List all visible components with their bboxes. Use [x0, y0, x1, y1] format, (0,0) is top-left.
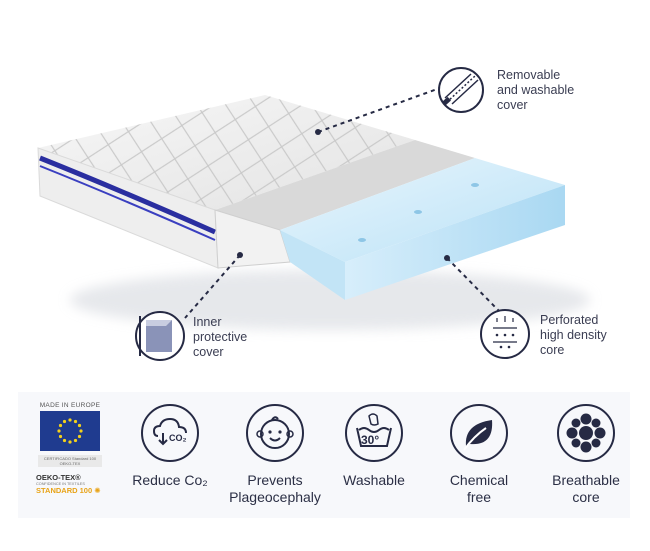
inner-cover-icon	[135, 311, 185, 361]
feature-chemical-free: Chemical free	[429, 404, 529, 506]
eu-flag-icon	[40, 411, 100, 451]
callout-line: cover	[193, 345, 224, 359]
zipper-icon	[438, 67, 484, 113]
co2-reduction-icon: CO₂	[141, 404, 199, 462]
callout-line: Perforated	[540, 313, 599, 327]
callout-perforated-core: Perforated high density core	[540, 313, 607, 358]
perforation-hole	[358, 238, 366, 242]
baby-face-icon	[246, 404, 304, 462]
confidence-label: CONFIDENCE IN TEXTILES	[36, 482, 85, 486]
perforation-hole	[414, 210, 422, 214]
feature-reduce-co2: CO₂ Reduce Co₂	[120, 404, 220, 489]
mattress-shadow	[70, 270, 590, 330]
foam-core-front	[345, 185, 565, 300]
leader-inner	[184, 254, 241, 319]
callout-inner-cover: Inner protective cover	[193, 315, 247, 360]
feature-label: Prevents	[247, 472, 303, 488]
standard-100-label: STANDARD 100 ✺	[34, 486, 106, 495]
breathable-core-icon	[557, 404, 615, 462]
feature-label: Chemical	[449, 472, 509, 488]
feature-label: core	[572, 489, 600, 505]
feature-label: Plageocephaly	[229, 489, 321, 505]
washable-30-icon: 30°	[345, 404, 403, 462]
callout-line: high density	[540, 328, 607, 342]
oeko-tex-label: OEKO-TEX®	[36, 473, 81, 482]
callout-line: and washable	[497, 83, 575, 97]
callout-line: cover	[497, 98, 528, 112]
inner-cover-top	[215, 140, 475, 230]
cover-piping	[39, 155, 217, 235]
sun-icon: ✺	[94, 486, 101, 495]
co2-text: CO₂	[169, 433, 187, 443]
foam-core-top	[280, 158, 565, 262]
leaf-icon	[450, 404, 508, 462]
feature-label: Washable	[343, 472, 405, 488]
callout-line: protective	[193, 330, 248, 344]
certification-badge: MADE IN EUROPE CERTIFICADO Standard 100 …	[34, 402, 106, 495]
feature-label: Reduce Co₂	[132, 472, 208, 488]
feature-label: free	[466, 489, 492, 505]
standard-100-text: STANDARD 100	[36, 486, 93, 495]
callout-line: Inner	[193, 315, 222, 329]
feature-label: Breathable	[552, 472, 620, 488]
wash-temperature: 30°	[361, 433, 380, 447]
perforated-core-icon	[480, 309, 530, 359]
leader-cover	[317, 87, 441, 133]
cert-line: CERTIFICADO Standard 100 OEKO-TEX	[38, 455, 102, 467]
feature-prevents-plageocephaly: Prevents Plageocephaly	[225, 404, 325, 506]
callout-line: core	[540, 343, 565, 357]
made-in-europe-label: MADE IN EUROPE	[39, 402, 101, 409]
foam-core-side	[280, 230, 345, 300]
callout-removable-cover: Removable and washable cover	[497, 68, 574, 113]
callout-line: Removable	[497, 68, 561, 82]
quilted-cover-pattern	[38, 95, 415, 210]
perforation-hole	[471, 183, 479, 187]
feature-breathable-core: Breathable core	[536, 404, 636, 506]
features-band	[18, 392, 630, 518]
feature-washable: 30° Washable	[324, 404, 424, 489]
